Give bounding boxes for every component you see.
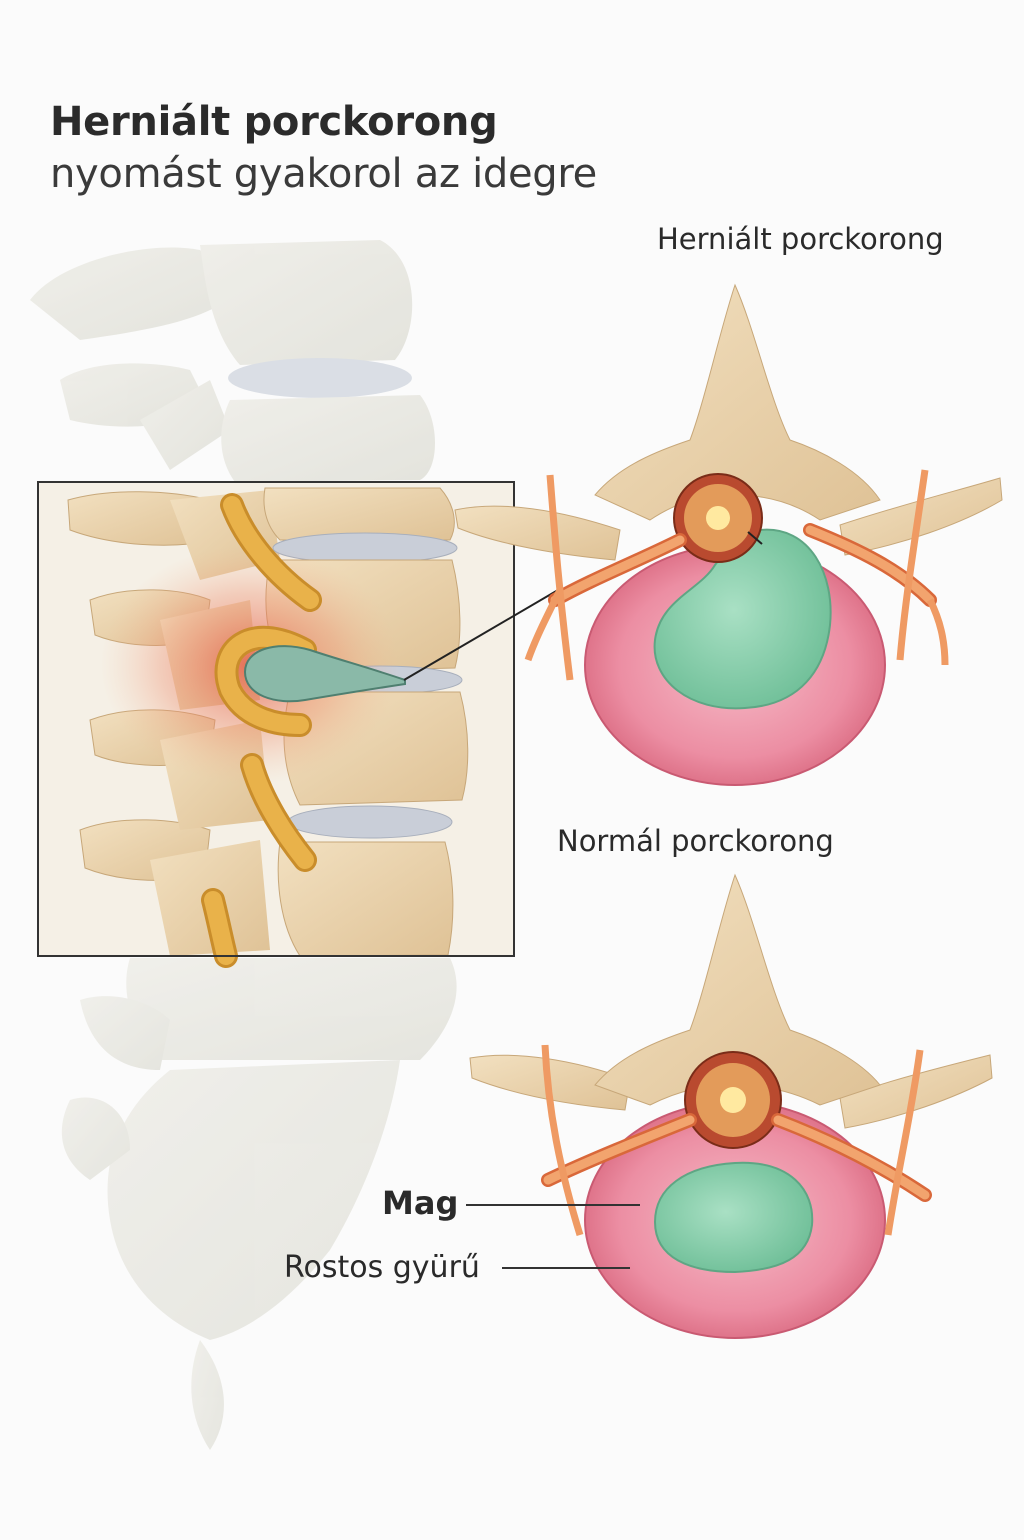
ghost-spine-upper bbox=[30, 240, 435, 482]
inset-connector-line bbox=[403, 589, 559, 681]
herniated-disc-cross-section bbox=[454, 283, 1003, 786]
page-subtitle: nyomást gyakorol az idegre bbox=[50, 151, 597, 197]
ghost-spine-lower bbox=[61, 958, 457, 1450]
nucleus-label: Mag bbox=[382, 1184, 459, 1222]
spine-closeup-inset bbox=[37, 481, 515, 968]
annulus-label: Rostos gyürű bbox=[284, 1250, 480, 1285]
herniated-disc-label: Herniált porckorong bbox=[657, 222, 944, 256]
normal-disc-label: Normál porckorong bbox=[557, 824, 834, 858]
normal-disc-cross-section bbox=[469, 873, 993, 1339]
title-block: Herniált porckorong nyomást gyakorol az … bbox=[50, 96, 597, 200]
page-title: Herniált porckorong bbox=[50, 99, 498, 145]
